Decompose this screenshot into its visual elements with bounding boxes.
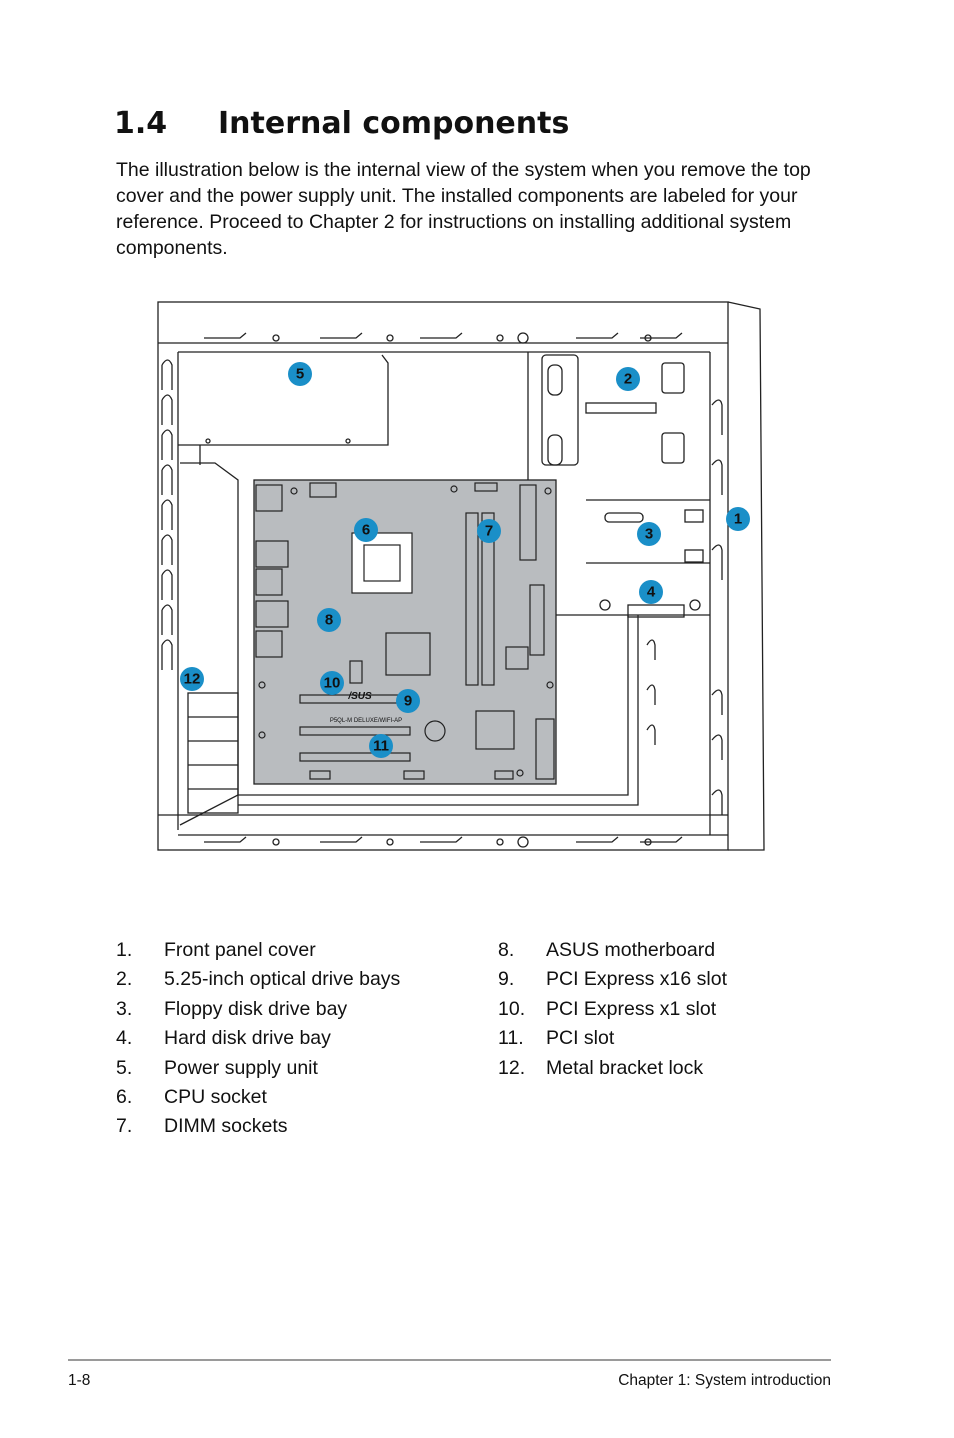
callout-12: 12	[180, 667, 204, 691]
section-heading: 1.4 Internal components	[114, 106, 569, 141]
psu-outline	[178, 354, 389, 446]
svg-text:10: 10	[324, 675, 341, 692]
callout-11: 11	[369, 734, 393, 758]
front-panel-edge	[727, 301, 765, 851]
callouts: 1 2 3 4 5 6 7 8 9 10 11 12	[180, 362, 750, 758]
callout-6: 6	[354, 518, 378, 542]
legend-item: 6.CPU socket	[116, 1085, 267, 1108]
legend-item: 11.PCI slot	[498, 1027, 615, 1050]
callout-10: 10	[320, 671, 344, 695]
legend-item: 7.DIMM sockets	[116, 1115, 288, 1138]
legend-item: 8.ASUS motherboard	[498, 939, 716, 961]
callout-9: 9	[396, 689, 420, 713]
board-model-label: P5QL-M DELUXE/WIFI-AP	[330, 718, 402, 724]
intro-paragraph: The illustration below is the internal v…	[116, 159, 811, 259]
internal-components-illustration: /SUS P5QL-M DELUXE/WIFI-AP 1 2 3 4 5 6 7…	[150, 295, 780, 855]
svg-text:3: 3	[645, 526, 653, 543]
callout-8: 8	[317, 608, 341, 632]
chassis-outline	[157, 301, 729, 851]
svg-text:9: 9	[404, 693, 412, 710]
legend-item: 3.Floppy disk drive bay	[116, 997, 348, 1020]
callout-5: 5	[288, 362, 312, 386]
callout-7: 7	[477, 519, 501, 543]
section-number: 1.4	[114, 106, 168, 141]
section-title: Internal components	[218, 106, 570, 141]
svg-text:7: 7	[485, 523, 493, 540]
chassis-drawing: /SUS P5QL-M DELUXE/WIFI-AP 1 2 3 4 5 6 7…	[157, 301, 765, 851]
svg-text:8: 8	[325, 612, 333, 629]
legend-item: 5.Power supply unit	[116, 1056, 318, 1079]
page-number: 1-8	[68, 1372, 91, 1389]
chapter-title: Chapter 1: System introduction	[618, 1372, 831, 1389]
callout-3: 3	[637, 522, 661, 546]
callout-1: 1	[726, 507, 750, 531]
legend-list-right: 8.ASUS motherboard 9.PCI Express x16 slo…	[498, 936, 818, 1083]
footer-rule	[68, 1359, 831, 1361]
legend-list-left: 1.Front panel cover 2.5.25-inch optical …	[116, 936, 476, 1142]
svg-text:1: 1	[734, 511, 742, 528]
svg-text:4: 4	[647, 584, 656, 601]
svg-text:2: 2	[624, 371, 632, 388]
legend-item: 10.PCI Express x1 slot	[498, 997, 717, 1020]
svg-text:5: 5	[296, 366, 304, 383]
svg-text:12: 12	[184, 671, 201, 688]
legend-item: 4.Hard disk drive bay	[116, 1027, 331, 1050]
legend-item: 12.Metal bracket lock	[498, 1056, 704, 1079]
asus-logo: /SUS	[347, 691, 372, 702]
svg-text:6: 6	[362, 522, 370, 539]
legend-item: 9.PCI Express x16 slot	[498, 968, 727, 991]
svg-text:11: 11	[373, 738, 389, 755]
callout-4: 4	[639, 580, 663, 604]
legend-item: 2.5.25-inch optical drive bays	[116, 968, 401, 991]
callout-2: 2	[616, 367, 640, 391]
motherboard-drawing: /SUS P5QL-M DELUXE/WIFI-AP	[253, 479, 557, 785]
legend-item: 1.Front panel cover	[116, 939, 316, 961]
